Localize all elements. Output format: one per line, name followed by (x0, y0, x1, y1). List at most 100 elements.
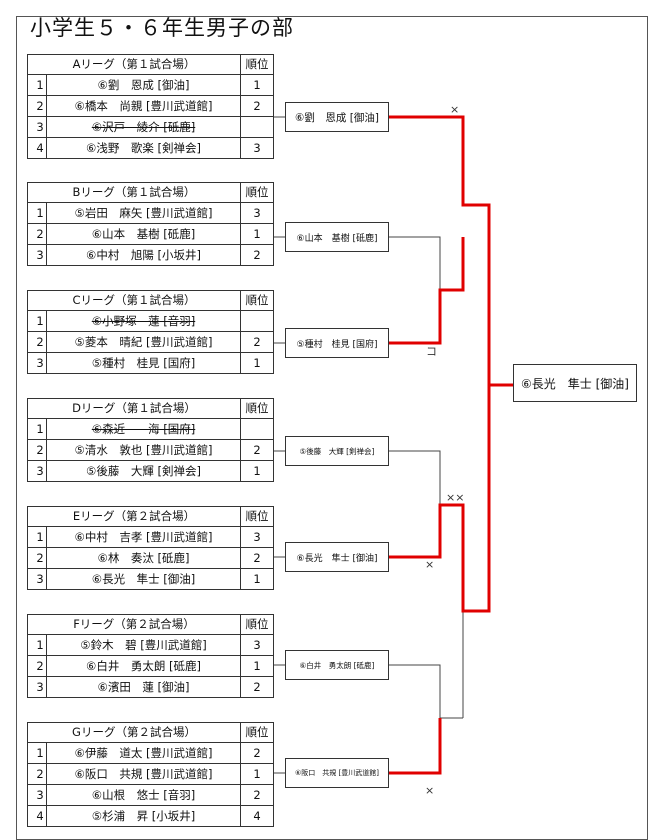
table-row: 3 ⑥濱田 蓮 [御油] 2 (27, 676, 274, 698)
rank-cell: 2 (240, 676, 274, 698)
rank-cell: 1 (240, 74, 274, 96)
winner-box-d: ⑤後藤 大輝 [剣禅会] (285, 436, 389, 466)
entry-number: 2 (27, 223, 47, 245)
player-cell: ⑥中村 吉孝 [豊川武道館] (46, 526, 241, 548)
entry-number: 3 (27, 676, 47, 698)
league-name: Gリーグ（第２試合場） (27, 722, 241, 743)
entry-number: 2 (27, 655, 47, 677)
winner-box-c: ⑤種村 桂見 [国府] (285, 328, 389, 358)
entry-number: 3 (27, 460, 47, 482)
league-header-row: Aリーグ（第１試合場）順位 (27, 54, 274, 75)
rank-cell (240, 310, 274, 332)
rank-cell: 2 (240, 784, 274, 806)
player-cell: ⑥長光 隼士 [御油] (46, 568, 241, 590)
league-header-row: Gリーグ（第２試合場）順位 (27, 722, 274, 743)
winning-path (389, 115, 513, 775)
player-cell: ⑥山根 悠士 [音羽] (46, 784, 241, 806)
rank-cell (240, 418, 274, 440)
rank-cell: 1 (240, 460, 274, 482)
player-cell: ⑥阪口 共規 [豊川武道館] (46, 763, 241, 785)
player-cell: ⑥劉 恩成 [御油] (46, 74, 241, 96)
player-name: ⑥小野塚 蓮 [音羽] (91, 313, 196, 328)
rank-cell: 3 (240, 526, 274, 548)
rank-cell: 1 (240, 352, 274, 374)
table-row: 1 ⑥森近 海 [国府] (27, 418, 274, 440)
player-name: ⑤種村 桂見 [国府] (91, 355, 196, 370)
player-name: ⑥白井 勇太朗 [砥鹿] (86, 658, 201, 673)
loss-mark: ×× (446, 491, 465, 504)
player-cell: ⑤岩田 麻矢 [豊川武道館] (46, 202, 241, 224)
rank-header: 順位 (240, 722, 274, 743)
table-row: 3 ⑤後藤 大輝 [剣禅会] 1 (27, 460, 274, 482)
entry-number: 1 (27, 418, 47, 440)
winner-box-e: ⑥長光 隼士 [御油] (285, 542, 389, 572)
player-name: ⑤杉浦 昇 [小坂井] (91, 808, 196, 823)
entry-number: 2 (27, 331, 47, 353)
rank-header: 順位 (240, 614, 274, 635)
player-name: ⑤岩田 麻矢 [豊川武道館] (74, 205, 213, 220)
entry-number: 1 (27, 634, 47, 656)
player-name: ⑥山本 基樹 [砥鹿] (91, 226, 196, 241)
rank-cell: 2 (240, 95, 274, 117)
entry-number: 1 (27, 202, 47, 224)
player-name: ⑥森近 海 [国府] (91, 421, 196, 436)
entry-number: 2 (27, 95, 47, 117)
league-name: Dリーグ（第１試合場） (27, 398, 241, 419)
entry-number: 3 (27, 568, 47, 590)
rank-cell: 2 (240, 244, 274, 266)
player-cell: ⑥中村 旭陽 [小坂井] (46, 244, 241, 266)
mark-ko: コ (426, 345, 437, 358)
player-cell: ⑥森近 海 [国府] (46, 418, 241, 440)
player-name: ⑥山根 悠士 [音羽] (91, 787, 196, 802)
rank-cell: 2 (240, 331, 274, 353)
rank-cell: 3 (240, 137, 274, 159)
player-cell: ⑥小野塚 蓮 [音羽] (46, 310, 241, 332)
player-cell: ⑥林 奏汰 [砥鹿] (46, 547, 241, 569)
player-cell: ⑤後藤 大輝 [剣禅会] (46, 460, 241, 482)
winner-box-a: ⑥劉 恩成 [御油] (285, 102, 389, 132)
player-name: ⑥長光 隼士 [御油] (91, 571, 196, 586)
league-name: Cリーグ（第１試合場） (27, 290, 241, 311)
loss-mark: × (450, 103, 460, 116)
table-row: 2 ⑥山本 基樹 [砥鹿] 1 (27, 223, 274, 245)
league-header-row: Eリーグ（第２試合場）順位 (27, 506, 274, 527)
loss-mark: × (425, 558, 435, 571)
player-name: ⑤鈴木 碧 [豊川武道館] (80, 637, 207, 652)
player-name: ⑥濱田 蓮 [御油] (97, 679, 190, 694)
entry-number: 1 (27, 310, 47, 332)
entry-number: 3 (27, 352, 47, 374)
rank-header: 順位 (240, 290, 274, 311)
rank-cell: 1 (240, 763, 274, 785)
rank-header: 順位 (240, 398, 274, 419)
entry-number: 4 (27, 805, 47, 827)
player-name: ⑥劉 恩成 [御油] (97, 77, 190, 92)
rank-cell: 2 (240, 439, 274, 461)
entry-number: 2 (27, 547, 47, 569)
entry-number: 2 (27, 763, 47, 785)
rank-cell: 1 (240, 223, 274, 245)
player-cell: ⑥橋本 尚親 [豊川武道館] (46, 95, 241, 117)
rank-cell (240, 116, 274, 138)
winner-box-g: ⑥阪口 共規 [豊川武道館] (285, 758, 389, 788)
player-cell: ⑤種村 桂見 [国府] (46, 352, 241, 374)
player-name: ⑤清水 敦也 [豊川武道館] (74, 442, 213, 457)
player-name: ⑤後藤 大輝 [剣禅会] (86, 463, 201, 478)
player-name: ⑥浅野 歌楽 [剣禅会] (86, 140, 201, 155)
winner-box-f: ⑥白井 勇太朗 [砥鹿] (285, 650, 389, 680)
